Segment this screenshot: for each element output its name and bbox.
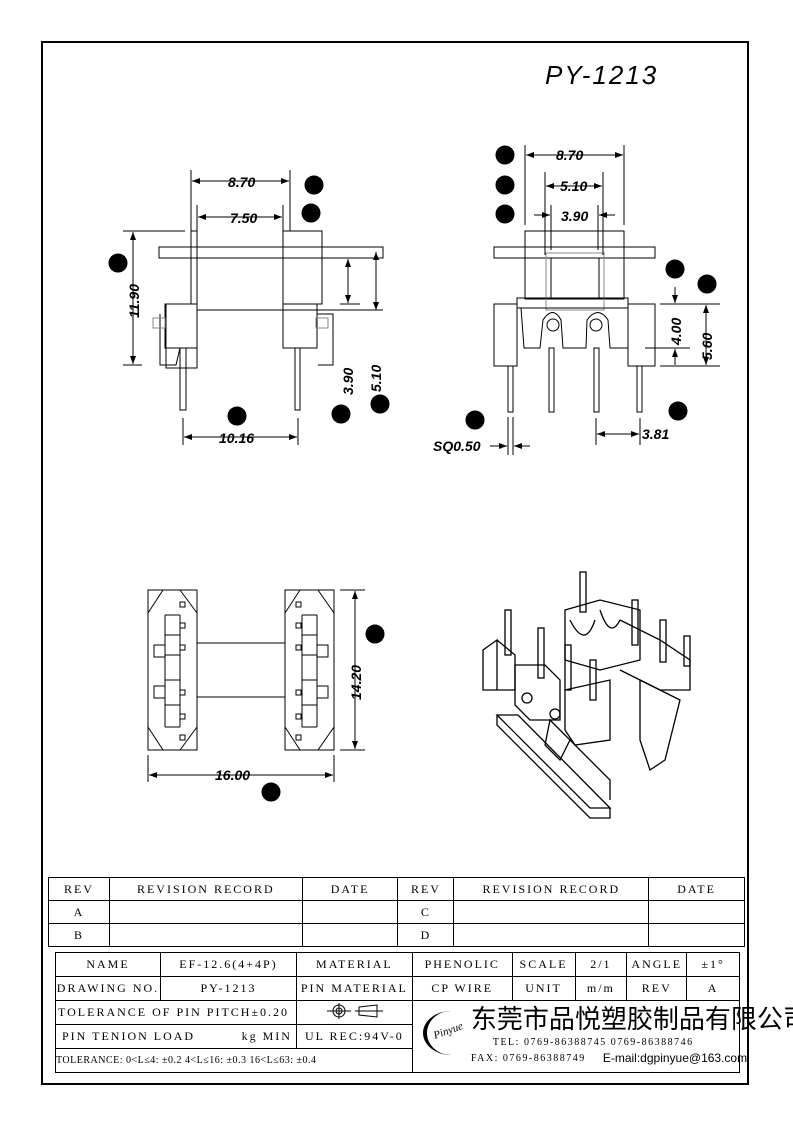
general-tolerance: TOLERANCE: 0<L≤4: ±0.2 4<L≤16: ±0.3 16<L… [55, 1048, 413, 1073]
scale-label: SCALE [511, 952, 576, 977]
fax: FAX: 0769-86388749 [470, 1053, 586, 1064]
dim-10-16: 10.16 [219, 430, 254, 446]
unit-value: m/m [574, 976, 628, 1001]
rev-cell: C [397, 900, 455, 924]
telephone: TEL: 0769-86388745 0769-86388746 [492, 1037, 694, 1048]
pinyue-logo: Pinyue [422, 1011, 479, 1055]
header-rev: REV [397, 877, 455, 901]
label-k: K [499, 208, 510, 223]
dim-14-20: 14.20 [348, 665, 364, 700]
label-n: N [369, 628, 380, 643]
revision-row: B D [48, 923, 745, 947]
label-m: M [670, 405, 684, 420]
header-rev: REV [48, 877, 110, 901]
dim-8-70: 8.70 [228, 174, 255, 190]
record-cell [108, 900, 303, 924]
date-cell [301, 900, 399, 924]
label-l: L [470, 414, 479, 429]
angle-label: ANGLE [626, 952, 688, 977]
revision-header-row: REV REVISION RECORD DATE REV REVISION RE… [48, 877, 745, 901]
date-cell [648, 900, 745, 924]
title-block: NAME EF-12.6(4+4P) MATERIAL PHENOLIC SCA… [55, 952, 793, 1073]
rev-cell: B [48, 923, 110, 947]
label-h: H [669, 263, 681, 278]
pin-pitch-tolerance: TOLERANCE OF PIN PITCH±0.20 [55, 1000, 297, 1025]
material-label: MATERIAL [295, 952, 413, 977]
dim-7-50: 7.50 [230, 210, 257, 226]
header-date: DATE [648, 877, 745, 901]
pin-material-value: CP WIRE [411, 976, 513, 1001]
pin-material-label: PIN MATERIAL [295, 976, 413, 1001]
isometric-view [482, 571, 691, 819]
material-value: PHENOLIC [411, 952, 513, 977]
drawing-no-label: DRAWING NO. [55, 976, 161, 1001]
rev-cell: D [397, 923, 455, 947]
header-revision-record: REVISION RECORD [453, 877, 650, 901]
sheet-border [41, 41, 749, 1085]
front-view: 8.70 7.50 11.90 3.90 5.10 10.16 A B C D … [108, 170, 390, 446]
label-a: A [308, 179, 318, 194]
header-revision-record: REVISION RECORD [108, 877, 303, 901]
label-f: F [375, 398, 385, 413]
pin-tension-unit: kg MIN [241, 1029, 292, 1043]
header-date: DATE [301, 877, 399, 901]
label-e: E [335, 408, 345, 423]
email: E-mail:dgpinyue@163.com [602, 1051, 748, 1065]
record-cell [108, 923, 303, 947]
dim-5-60: 5.60 [699, 333, 715, 360]
record-cell [453, 923, 650, 947]
ul-rec: UL REC:94V-0 [295, 1024, 413, 1049]
name-label: NAME [55, 952, 161, 977]
name-value: EF-12.6(4+4P) [159, 952, 297, 977]
side-view: 8.70 5.10 3.90 4.00 5.60 SQ0.50 3.81 I J… [433, 145, 720, 455]
date-cell [648, 923, 745, 947]
rev-value: A [686, 976, 740, 1001]
label-b: B [306, 207, 315, 222]
date-cell [301, 923, 399, 947]
revision-table: REV REVISION RECORD DATE REV REVISION RE… [48, 877, 745, 947]
dim-side-3-90: 3.90 [561, 208, 588, 224]
projection-symbol [295, 1000, 413, 1025]
label-c: C [113, 257, 123, 272]
angle-value: ±1° [686, 952, 740, 977]
dim-11-90: 11.90 [126, 284, 142, 318]
company-block: Pinyue 东莞市品悦塑胶制品有限公司 TEL: 0769-86388745 … [411, 1000, 793, 1073]
drawing-no-value: PY-1213 [159, 976, 297, 1001]
dim-side-5-10: 5.10 [560, 178, 587, 194]
dim-3-90: 3.90 [340, 368, 356, 395]
pin-tension-label: PIN TENION LOAD [62, 1029, 196, 1043]
dim-side-8-70: 8.70 [556, 147, 583, 163]
dim-3-81: 3.81 [642, 426, 669, 442]
label-i: I [501, 149, 508, 164]
drawing-title: PY-1213 [545, 60, 658, 90]
company-name: 东莞市品悦塑胶制品有限公司 [470, 1005, 793, 1035]
dim-5-10: 5.10 [368, 365, 384, 392]
dim-sq0-50: SQ0.50 [433, 438, 481, 454]
rev-label: REV [626, 976, 688, 1001]
pin-tension-cell: PIN TENION LOAD kg MIN [55, 1024, 297, 1049]
third-angle-projection-icon [327, 1002, 384, 1019]
label-o: O [266, 786, 276, 801]
label-g: G [702, 278, 712, 293]
record-cell [453, 900, 650, 924]
unit-label: UNIT [511, 976, 576, 1001]
scale-value: 2/1 [574, 952, 628, 977]
revision-row: A C [48, 900, 745, 924]
rev-cell: A [48, 900, 110, 924]
top-view: 14.20 16.00 N O [147, 589, 385, 802]
label-j: J [501, 179, 508, 194]
label-d: D [231, 410, 242, 425]
dim-16-00: 16.00 [215, 767, 250, 783]
dim-4-00: 4.00 [668, 318, 684, 346]
